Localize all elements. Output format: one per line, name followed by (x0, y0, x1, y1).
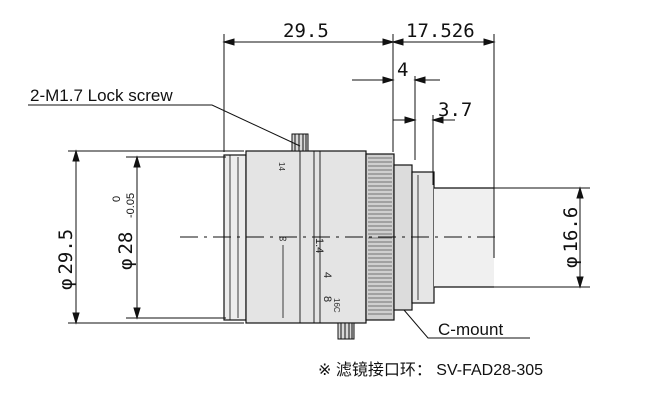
phi-symbol: φ (55, 279, 77, 290)
dim-thread-length: 4 (397, 59, 408, 81)
dim-rear-diameter: φ 16.6 (560, 207, 582, 268)
rear-diameter-value: 16.6 (560, 207, 582, 253)
mark-4: 4 (321, 272, 333, 278)
filter-note: ※ 滤镜接口环： SV-FAD28-305 (318, 360, 543, 379)
lock-screw-label: 2-M1.7 Lock screw (30, 86, 173, 105)
knurl-pattern (368, 157, 392, 315)
dim-body-diameter: φ 29.5 (55, 229, 77, 290)
body-diameter-value: 29.5 (55, 229, 77, 275)
svg-text:φ29.5: φ 29.5 (55, 229, 77, 290)
left-dimensions (68, 149, 244, 325)
mark-8: 8 (321, 296, 333, 302)
phi-symbol-2: φ (115, 259, 137, 270)
front-tol-lower: -0.05 (125, 193, 137, 218)
svg-text:φ16.6: φ 16.6 (560, 207, 582, 268)
dim-mount-length: 17.526 (406, 20, 475, 42)
lock-screw-top (291, 133, 309, 152)
mount-leader (403, 309, 530, 339)
lock-screw-bottom (337, 322, 355, 340)
front-tol-upper: 0 (111, 196, 123, 202)
top-dimensions (222, 34, 496, 258)
mount-label: C-mount (438, 320, 503, 339)
dim-flange-offset: 3.7 (438, 99, 472, 121)
mark-14-top: 14 (277, 162, 286, 171)
dim-overall-length: 29.5 (283, 20, 329, 42)
mark-16c: 16C (332, 298, 341, 313)
right-dimension (494, 186, 590, 289)
lock-screw-leader (28, 104, 301, 147)
mark-1-4: 1.4 (313, 238, 325, 253)
infinity-mark: ∞ (279, 233, 287, 245)
phi-symbol-3: φ (560, 257, 582, 268)
svg-text:φ28: φ 28 (115, 232, 137, 270)
dim-front-diameter: φ 28 0 -0.05 (111, 193, 137, 270)
front-diameter-value: 28 (115, 232, 137, 255)
